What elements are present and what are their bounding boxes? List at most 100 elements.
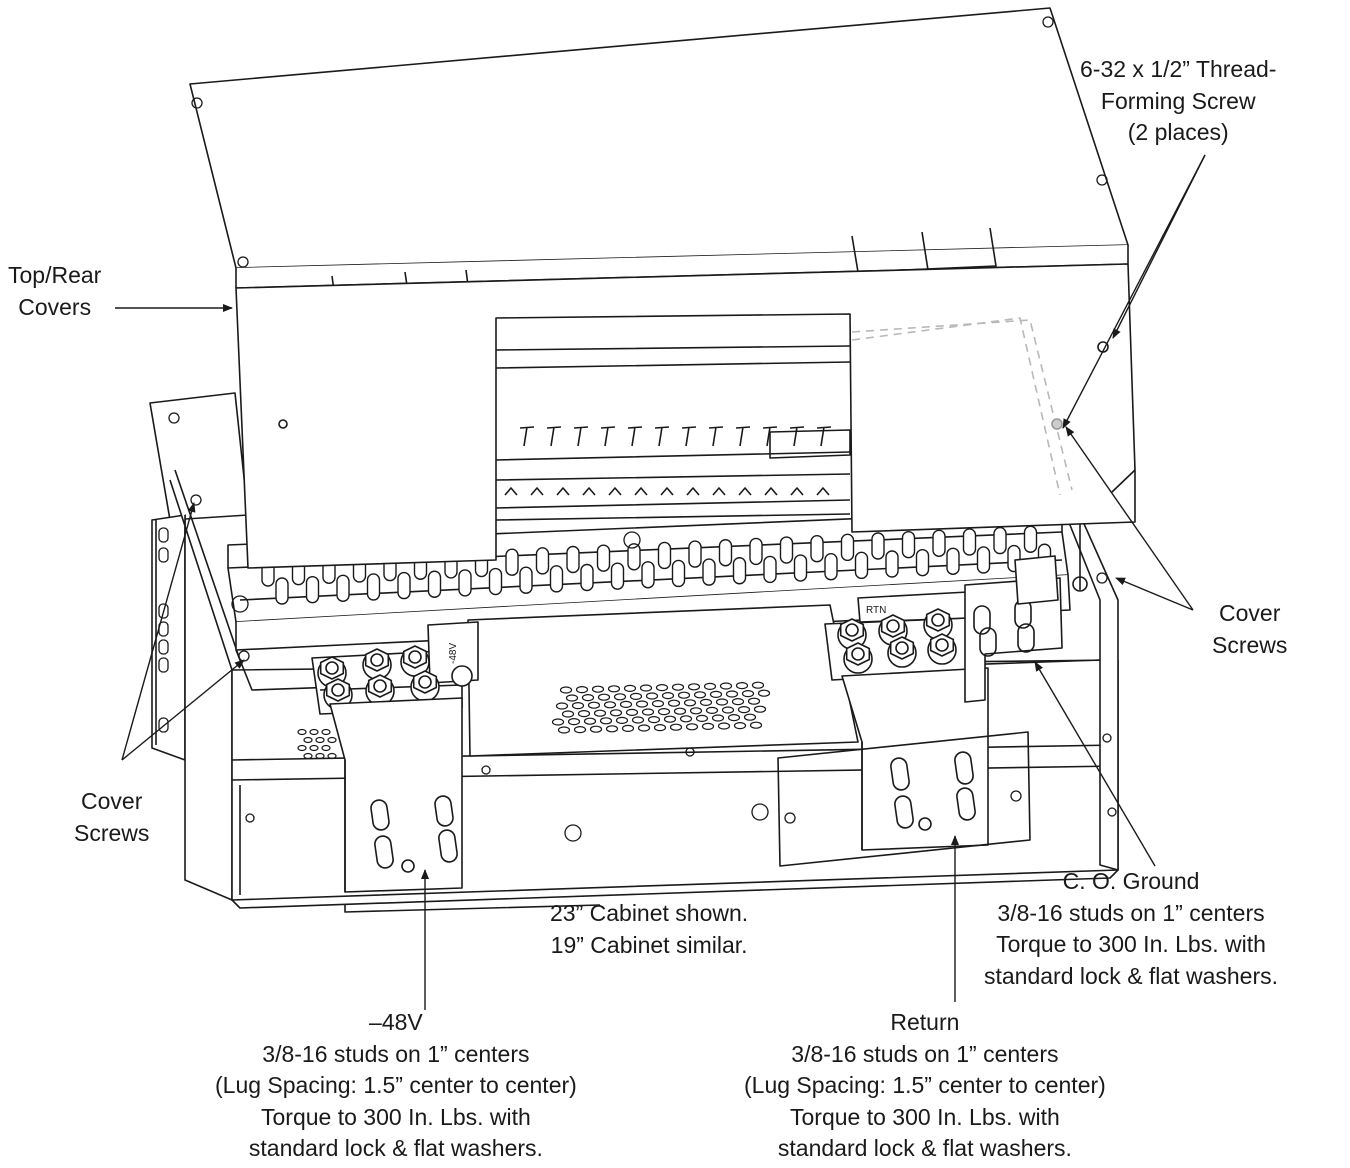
vent-hole <box>561 710 575 718</box>
return-callout: Return 3/8-16 studs on 1” centers (Lug S… <box>744 1007 1106 1165</box>
stud <box>657 541 672 570</box>
stud <box>627 543 641 571</box>
vent-hole <box>725 690 739 698</box>
nut-bore <box>851 647 865 661</box>
leader-lines <box>115 154 1206 1010</box>
vent-hole <box>615 716 629 725</box>
vent-hole <box>651 699 665 708</box>
cabinet-note: 23” Cabinet shown. 19” Cabinet similar. <box>550 898 748 961</box>
vent-hole <box>297 728 307 736</box>
vent-hole <box>303 736 313 744</box>
vent-hole <box>679 715 693 723</box>
cover-screws-right-callout: Cover Screws <box>1212 598 1287 661</box>
vent-hole <box>575 685 589 694</box>
fuse-clip <box>790 487 804 496</box>
fuse-clip <box>634 487 648 496</box>
vent-hole <box>683 699 697 707</box>
vent-hole <box>699 698 713 707</box>
vent-hole <box>587 701 601 709</box>
fuse-clip <box>816 487 830 496</box>
vent-hole <box>613 693 627 701</box>
vent-hole <box>647 715 661 724</box>
vent-hole <box>571 701 585 710</box>
vent-hole <box>701 722 715 731</box>
vent-hole <box>709 690 723 699</box>
vent-hole <box>623 684 637 693</box>
nut-bore <box>895 641 909 655</box>
stud <box>488 567 503 596</box>
hex-nut <box>412 670 438 694</box>
vent-hole <box>625 708 639 717</box>
vent-hole <box>551 718 565 726</box>
nut-bore <box>373 679 387 693</box>
nut-bore <box>418 675 432 689</box>
vent-hole <box>703 682 717 691</box>
vent-hole <box>655 683 669 692</box>
vent-hole <box>685 723 699 731</box>
vent-hole <box>733 721 747 730</box>
nut-bore <box>931 613 945 627</box>
stud <box>641 561 655 589</box>
vent-hole <box>717 722 731 730</box>
vent-hole <box>671 683 685 691</box>
leader-cover-left-1 <box>121 502 196 761</box>
fuse-clip <box>504 487 518 496</box>
stud <box>718 539 733 567</box>
vent-hole <box>637 724 651 732</box>
fuse-clip <box>738 487 752 496</box>
vent-hole <box>555 702 569 710</box>
fuse-holder <box>654 426 670 447</box>
nut-bore <box>408 650 422 664</box>
fuse-clip <box>764 487 778 496</box>
nut-bore <box>325 661 339 675</box>
stud <box>702 558 716 586</box>
stud <box>824 553 838 581</box>
stud <box>871 532 885 560</box>
vent-hole <box>657 707 671 716</box>
vent-hole <box>315 736 325 744</box>
return-line: standard lock & flat washers. <box>777 1135 1072 1161</box>
vent-hole <box>719 682 733 690</box>
leader-co-ground <box>1034 661 1156 867</box>
vent-hole <box>711 714 725 722</box>
vent-hole <box>327 752 337 760</box>
fuse-clip <box>712 487 726 496</box>
hex-nut <box>880 614 906 638</box>
fuse-holder <box>627 426 643 447</box>
vent-hole <box>757 689 771 697</box>
vent-hole <box>599 717 613 725</box>
vent-hole <box>629 692 643 701</box>
vent-hole <box>641 708 655 716</box>
vent-hole <box>589 725 603 733</box>
vent-hole <box>735 681 749 690</box>
cover-screws-right-line: Cover <box>1219 600 1281 626</box>
hex-nut <box>889 636 915 660</box>
top-rear-callout-line: Covers <box>18 293 92 320</box>
vent-hole <box>747 697 761 705</box>
stud <box>915 548 930 577</box>
vent-hole <box>605 725 619 733</box>
neg48v-line: Torque to 300 In. Lbs. with <box>261 1103 531 1130</box>
vent-hole <box>321 728 331 736</box>
neg48v-terminal-block: -48V <box>311 621 479 893</box>
fuse-holder <box>762 426 778 447</box>
nut-bore <box>935 638 949 652</box>
fuse-holder <box>681 426 697 447</box>
vent-hole <box>577 709 591 718</box>
vent-hole <box>727 713 741 722</box>
fuse-holder <box>573 426 589 447</box>
hex-nut <box>929 633 955 657</box>
vent-hole <box>751 681 765 689</box>
stud <box>336 574 350 602</box>
vent-hole <box>309 744 319 752</box>
vent-hole <box>705 706 719 715</box>
return-line: (Lug Spacing: 1.5” center to center) <box>744 1072 1106 1098</box>
stud <box>962 528 977 556</box>
vent-hole <box>693 691 707 699</box>
co-ground-line: 3/8-16 studs on 1” centers <box>997 899 1265 926</box>
co-ground-callout: C. O. Ground 3/8-16 studs on 1” centers … <box>984 866 1278 992</box>
vent-hole <box>667 699 681 707</box>
screw-callout-line: Forming Screw <box>1100 87 1256 114</box>
hidden-screw-outline <box>851 317 1073 496</box>
vent-hole <box>327 736 337 744</box>
